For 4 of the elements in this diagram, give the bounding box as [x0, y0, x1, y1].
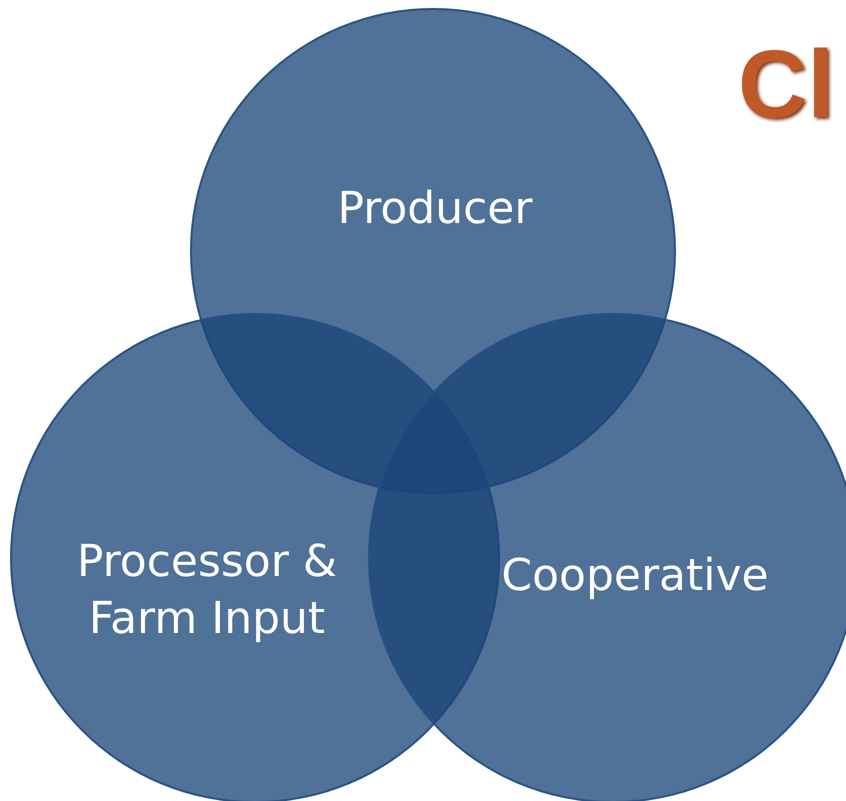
circle-label: Processor & Farm Input — [76, 535, 338, 646]
circle-label: Cooperative — [500, 548, 770, 602]
title-text: Cl — [738, 30, 834, 140]
circle-label: Producer — [336, 182, 534, 236]
